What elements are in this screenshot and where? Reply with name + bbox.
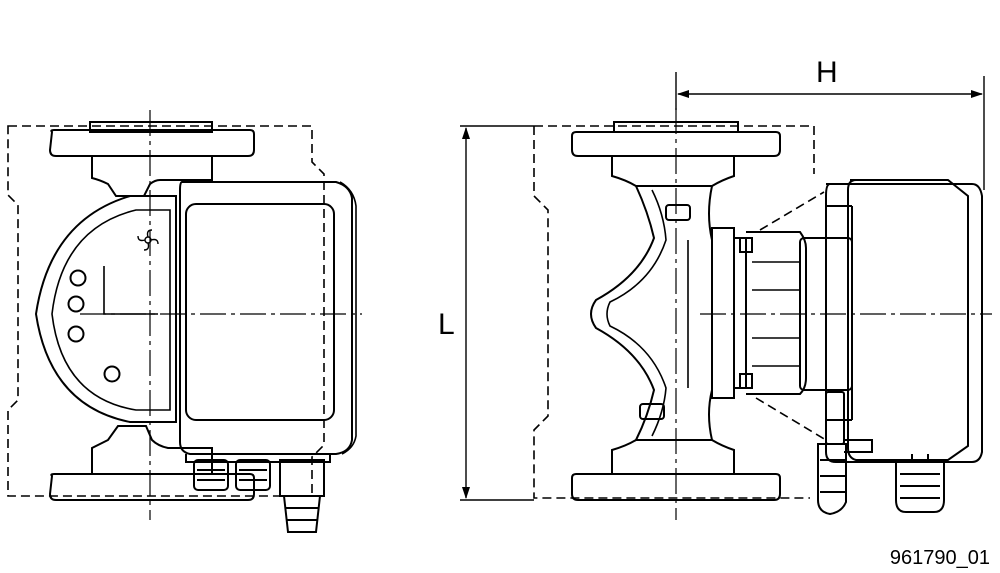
front-top-neck — [91, 156, 213, 197]
side-envelope-lower-right — [755, 397, 827, 441]
side-envelope-outline — [533, 125, 815, 499]
side-bottom-flange — [571, 473, 781, 501]
side-view — [533, 121, 983, 516]
side-motor-ribs — [752, 261, 800, 367]
cable-gland-2 — [235, 459, 271, 491]
front-control-panel — [34, 195, 177, 423]
side-lower-slot — [639, 403, 665, 420]
side-center-lines — [675, 108, 992, 520]
front-view — [7, 121, 357, 533]
logo-icon — [137, 229, 159, 251]
side-bottom-connector — [844, 439, 873, 453]
side-terminal-box-lid — [847, 179, 969, 461]
front-center-lines — [80, 110, 362, 520]
side-upper-slot — [665, 204, 691, 221]
dimension-h — [675, 72, 985, 190]
dimension-l-label: L — [438, 308, 455, 341]
cable-gland-1 — [193, 459, 229, 491]
front-motor-cover — [185, 203, 335, 421]
side-coupling-plate-2 — [733, 237, 747, 389]
indicator-light-1 — [69, 269, 87, 287]
mode-button — [103, 365, 121, 383]
side-cable-gland-right — [895, 454, 945, 513]
front-bottom-flange — [48, 473, 255, 501]
indicator-light-3 — [67, 325, 85, 343]
indicator-light-2 — [67, 295, 85, 313]
front-control-panel-inner — [51, 209, 171, 411]
side-pump-body-inner — [606, 189, 667, 437]
side-pump-body — [590, 185, 656, 441]
dimension-h-label: H — [816, 56, 838, 89]
side-bottom-neck — [611, 439, 735, 474]
side-envelope-upper-right — [759, 191, 825, 231]
side-housing-step — [826, 205, 853, 421]
front-top-flange — [48, 129, 255, 157]
front-envelope-outline — [7, 125, 325, 497]
front-bottom-neck — [91, 425, 213, 474]
side-clamp-top — [739, 237, 753, 253]
side-motor-stator — [746, 231, 807, 395]
front-motor-edge — [339, 181, 357, 455]
cable-gland-3 — [279, 459, 325, 533]
side-cable-gland-left — [817, 391, 847, 516]
front-terminal-block — [185, 454, 331, 463]
side-clamp-bottom — [739, 373, 753, 389]
front-motor-housing — [179, 181, 353, 455]
side-coupling-plate — [711, 227, 735, 399]
dimension-l — [460, 125, 534, 501]
side-top-flange — [571, 131, 781, 157]
side-top-neck — [611, 156, 735, 187]
front-top-flange-ring — [89, 121, 213, 133]
front-display-corner — [103, 266, 158, 315]
drawing-reference-code: 961790_01 — [890, 547, 990, 569]
